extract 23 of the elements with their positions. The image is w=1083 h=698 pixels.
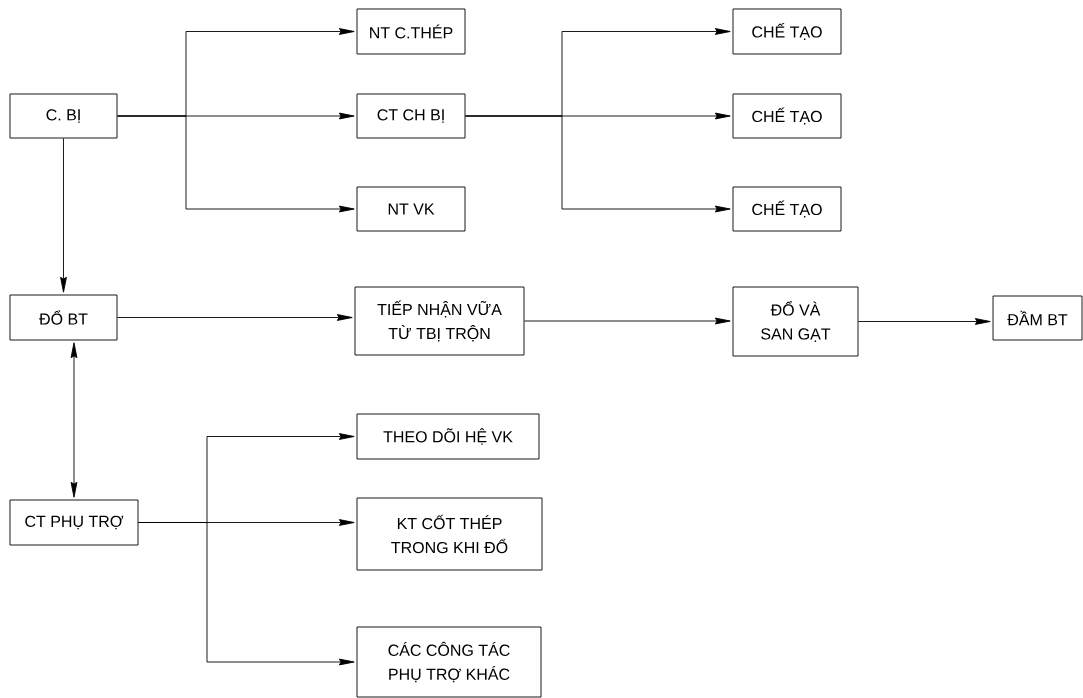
arrow bbox=[117, 314, 353, 321]
process-box: CT CH BỊ bbox=[356, 93, 466, 139]
arrow bbox=[138, 522, 355, 666]
process-box: CHẾ TẠO bbox=[732, 8, 842, 55]
process-box: CHẾ TẠO bbox=[732, 186, 842, 232]
arrow bbox=[60, 138, 67, 293]
arrow bbox=[70, 342, 78, 498]
arrow bbox=[524, 317, 731, 325]
process-box: ĐỔ BT bbox=[9, 294, 118, 341]
process-box: CT PHỤ TRỢ bbox=[9, 499, 139, 546]
process-box: CÁC CÔNG TÁC PHỤ TRỢ KHÁC bbox=[356, 626, 542, 698]
arrow bbox=[117, 115, 355, 213]
process-box: ĐỔ VÀ SAN GẠT bbox=[732, 286, 859, 357]
process-box: C. BỊ bbox=[9, 93, 118, 139]
process-box: THEO DÕI HỆ VK bbox=[356, 413, 540, 460]
process-box: NT C.THÉP bbox=[356, 8, 466, 55]
process-box: NT VK bbox=[356, 186, 466, 232]
arrow bbox=[465, 115, 731, 213]
arrow bbox=[858, 318, 991, 325]
process-box: ĐẦM BT bbox=[992, 295, 1083, 341]
process-box: KT CỐT THÉP TRONG KHI ĐỔ bbox=[356, 497, 543, 571]
process-box: CHẾ TẠO bbox=[732, 93, 842, 139]
process-box: TIẾP NHẬN VỮA TỪ TBỊ TRỘN bbox=[354, 286, 525, 356]
